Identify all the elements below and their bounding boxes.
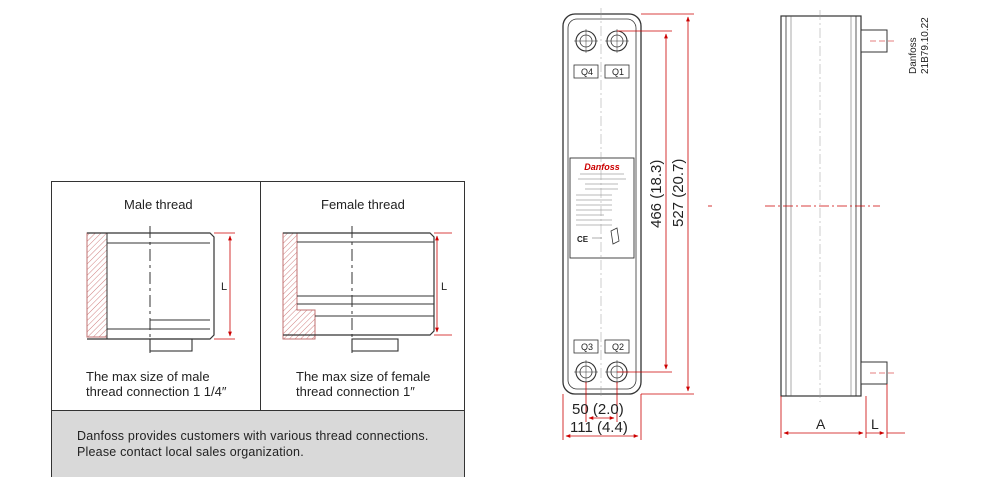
female-thread-title: Female thread bbox=[321, 197, 405, 212]
port-label-q3: Q3 bbox=[581, 342, 593, 352]
footnote-line2: Please contact local sales organization. bbox=[77, 445, 304, 459]
dim-port-spacing: 50 (2.0) bbox=[572, 401, 624, 418]
nameplate bbox=[569, 157, 635, 259]
manual-icon bbox=[610, 227, 620, 245]
port-label-q4: Q4 bbox=[581, 67, 593, 77]
port-q4 bbox=[574, 29, 598, 53]
dim-width: 111 (4.4) bbox=[570, 419, 628, 436]
dim-A: A bbox=[816, 416, 826, 432]
male-thread-title: Male thread bbox=[124, 197, 193, 212]
document-code: 21B79.10.22 bbox=[920, 17, 931, 74]
female-thread-drawing bbox=[282, 226, 452, 356]
female-thread-caption-line2: thread connection 1″ bbox=[296, 384, 415, 399]
female-wall-section bbox=[282, 232, 316, 340]
footnote-line1: Danfoss provides customers with various … bbox=[77, 429, 429, 443]
female-thread-caption-line1: The max size of female bbox=[296, 369, 431, 384]
side-view bbox=[765, 10, 895, 402]
document-brand: Danfoss bbox=[908, 37, 919, 74]
male-dimension-L: L bbox=[221, 281, 227, 293]
port-label-q1: Q1 bbox=[612, 67, 624, 77]
ce-mark: CE bbox=[577, 235, 589, 244]
dim-inner-height: 466 (18.3) bbox=[648, 160, 665, 228]
male-thread-caption-line2: thread connection 1 1/4″ bbox=[86, 384, 227, 399]
side-dimension-lines bbox=[780, 384, 905, 438]
dim-L: L bbox=[871, 416, 879, 432]
front-dimension-lines bbox=[562, 13, 694, 440]
dim-outer-height: 527 (20.7) bbox=[670, 159, 687, 227]
panel-divider bbox=[260, 182, 261, 410]
port-label-q2: Q2 bbox=[612, 342, 624, 352]
male-thread-caption-line1: The max size of male bbox=[86, 369, 210, 384]
port-q3 bbox=[574, 360, 598, 384]
front-view bbox=[562, 8, 642, 398]
female-dimension-L: L bbox=[441, 281, 447, 293]
nameplate-logo: Danfoss bbox=[584, 162, 620, 172]
male-wall-section bbox=[86, 232, 108, 338]
male-thread-drawing bbox=[86, 226, 235, 354]
panel-footer bbox=[52, 410, 464, 477]
